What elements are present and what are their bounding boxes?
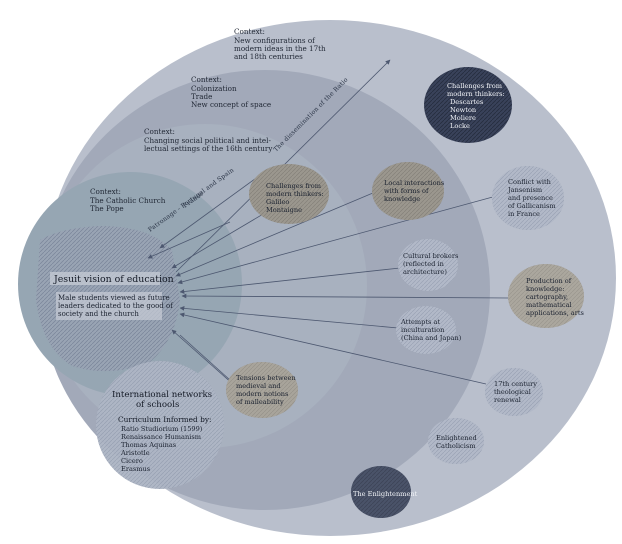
- svg-text:medieval and: medieval and: [236, 382, 281, 390]
- svg-text:and 18th centuries: and 18th centuries: [234, 52, 303, 61]
- svg-text:modern notions: modern notions: [236, 390, 289, 398]
- svg-text:leaders dedicated to the good: leaders dedicated to the good of: [58, 302, 174, 310]
- svg-text:knowledge:: knowledge:: [526, 285, 564, 293]
- svg-text:Erasmus: Erasmus: [121, 465, 151, 473]
- svg-text:Jansenism: Jansenism: [507, 186, 543, 194]
- svg-text:Context:: Context:: [144, 127, 175, 136]
- svg-text:Challenges from: Challenges from: [447, 82, 503, 90]
- svg-text:Context:: Context:: [234, 27, 265, 36]
- svg-text:Changing social political and: Changing social political and intel-: [144, 136, 271, 145]
- svg-text:in France: in France: [508, 210, 540, 218]
- svg-text:Curriculum Informed by:: Curriculum Informed by:: [118, 415, 211, 424]
- arrows: [147, 59, 513, 386]
- svg-text:of malleability: of malleability: [236, 398, 284, 406]
- svg-text:Cultural brokers: Cultural brokers: [403, 252, 459, 260]
- svg-text:Descartes: Descartes: [450, 98, 484, 106]
- svg-text:of schools: of schools: [136, 400, 179, 410]
- svg-text:architecture): architecture): [403, 268, 447, 276]
- svg-text:Production of: Production of: [526, 277, 572, 285]
- svg-text:The Catholic Church: The Catholic Church: [90, 196, 166, 205]
- core-vision: Jesuit vision of education Male students…: [50, 272, 174, 320]
- context-inner: Context: The Catholic Church The Pope: [90, 187, 166, 213]
- context-second: Context: Changing social political and i…: [144, 127, 273, 153]
- svg-text:Context:: Context:: [191, 75, 222, 84]
- bubble-enlightenment: The Enlightenment: [351, 466, 418, 518]
- svg-text:Local interactions: Local interactions: [384, 179, 445, 187]
- svg-text:Context:: Context:: [90, 187, 121, 196]
- svg-text:(reflected in: (reflected in: [403, 260, 445, 268]
- svg-text:Male students viewed as future: Male students viewed as future: [58, 294, 170, 302]
- bubble-jansenism: Conflict with Jansenism and presence of …: [492, 166, 564, 230]
- core-title: Jesuit vision of education: [53, 274, 174, 285]
- svg-text:modern thinkers:: modern thinkers:: [266, 190, 324, 198]
- svg-text:cartography,: cartography,: [526, 293, 568, 301]
- svg-text:Conflict with: Conflict with: [508, 178, 552, 186]
- svg-text:Challenges from: Challenges from: [266, 182, 322, 190]
- bubble-cultural-brokers: Cultural brokers (reflected in architect…: [398, 239, 459, 291]
- svg-text:mathematical: mathematical: [526, 301, 572, 309]
- svg-text:Cicero: Cicero: [121, 457, 143, 465]
- svg-text:New concept of space: New concept of space: [191, 100, 271, 109]
- svg-text:Catholicism: Catholicism: [436, 442, 476, 450]
- svg-text:and presence: and presence: [508, 194, 553, 202]
- networks-bubble: International networks of schools Curric…: [96, 361, 224, 489]
- svg-text:The Pope: The Pope: [90, 204, 124, 213]
- bubble-enlightened-catholicism: Enlightened Catholicism: [428, 418, 484, 464]
- context-outer: Context: New configurations of modern id…: [234, 27, 326, 61]
- svg-text:International networks: International networks: [112, 390, 212, 400]
- svg-text:modern thinkers:: modern thinkers:: [447, 90, 505, 98]
- svg-text:Renaissance Humanism: Renaissance Humanism: [121, 433, 202, 441]
- svg-text:knowledge: knowledge: [384, 195, 420, 203]
- svg-text:Galileo: Galileo: [266, 198, 289, 206]
- svg-text:Locke: Locke: [450, 122, 470, 130]
- context-third: Context: Colonization Trade New concept …: [191, 75, 271, 109]
- bubble-knowledge-production: Production of knowledge: cartography, ma…: [508, 264, 584, 328]
- svg-text:Attempts at: Attempts at: [400, 318, 440, 326]
- bubble-modern-thinkers: Challenges from modern thinkers: Descart…: [424, 67, 512, 143]
- svg-text:Newton: Newton: [450, 106, 477, 114]
- svg-text:theological: theological: [494, 388, 531, 396]
- svg-text:17th century: 17th century: [494, 380, 537, 388]
- svg-text:Trade: Trade: [191, 92, 212, 101]
- svg-text:Tensions between: Tensions between: [236, 374, 296, 382]
- bubble-tensions: Tensions between medieval and modern not…: [226, 362, 298, 418]
- svg-text:Moliere: Moliere: [450, 114, 476, 122]
- bubble-galileo: Challenges from modern thinkers: Galileo…: [249, 164, 329, 224]
- bubble-inculturation: Attempts at inculturation (China and Jap…: [396, 306, 462, 354]
- bubble-theological-renewal: 17th century theological renewal: [485, 368, 543, 416]
- svg-text:renewal: renewal: [494, 396, 521, 404]
- svg-text:(China and Japan): (China and Japan): [401, 334, 462, 342]
- svg-text:with forms of: with forms of: [384, 187, 429, 195]
- svg-text:society and the church: society and the church: [58, 310, 139, 318]
- svg-text:Enlightened: Enlightened: [436, 434, 477, 442]
- svg-text:applications, arts: applications, arts: [526, 309, 584, 317]
- svg-text:Montaigne: Montaigne: [266, 206, 302, 214]
- svg-text:Ratio Studiorium (1599): Ratio Studiorium (1599): [121, 425, 203, 433]
- svg-text:lectual settings of the 16th c: lectual settings of the 16th century: [144, 144, 273, 153]
- svg-text:of Gallicanism: of Gallicanism: [508, 202, 556, 210]
- svg-text:inculturation: inculturation: [401, 326, 445, 334]
- svg-text:New configurations of: New configurations of: [234, 36, 316, 45]
- svg-text:Thomas Aquinas: Thomas Aquinas: [121, 441, 177, 449]
- svg-text:Aristotle: Aristotle: [120, 449, 150, 457]
- bubble-local-interactions: Local interactions with forms of knowled…: [372, 162, 445, 220]
- svg-text:modern ideas in the 17th: modern ideas in the 17th: [234, 44, 326, 53]
- svg-text:The Enlightenment: The Enlightenment: [353, 490, 418, 498]
- svg-text:Colonization: Colonization: [191, 84, 237, 93]
